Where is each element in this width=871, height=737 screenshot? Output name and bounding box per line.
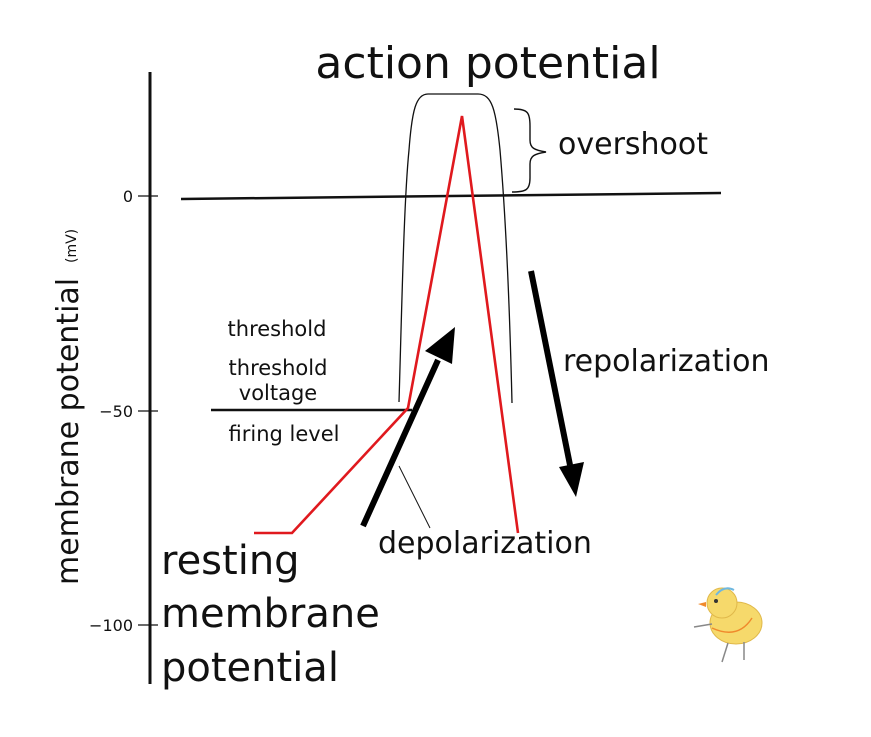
resting-label-line2: membrane — [161, 591, 380, 637]
y-tick-label-0: 0 — [123, 187, 133, 206]
overshoot-label: overshoot — [558, 127, 708, 162]
threshold-voltage-label-line2: voltage — [239, 381, 317, 405]
depolarization-arrow-head — [425, 327, 455, 364]
chick-icon — [693, 587, 763, 663]
resting-label-line1: resting — [161, 538, 300, 584]
depolarization-leader — [398, 465, 431, 529]
repolarization-label: repolarization — [563, 344, 770, 379]
firing-level-label: firing level — [229, 422, 340, 446]
zero-line — [180, 191, 722, 201]
resting-label-line3: potential — [161, 645, 339, 691]
spike-envelope — [398, 93, 513, 404]
diagram-title: action potential — [315, 38, 660, 89]
repolarization-arrow-shaft — [528, 270, 573, 466]
y-axis-label: membrane potential — [51, 278, 86, 585]
threshold-label: threshold — [228, 317, 327, 341]
y-tick-label-minus50: −50 — [99, 402, 133, 421]
action-potential-trace — [254, 115, 520, 535]
repolarization-arrow-head — [559, 462, 584, 497]
y-axis-unit: (mV) — [64, 229, 80, 263]
threshold-voltage-label-line1: threshold — [229, 356, 328, 380]
depolarization-label: depolarization — [378, 526, 592, 561]
overshoot-brace — [511, 108, 547, 193]
depolarization-arrow-shaft — [360, 358, 441, 528]
y-tick-label-minus100: −100 — [89, 616, 133, 635]
